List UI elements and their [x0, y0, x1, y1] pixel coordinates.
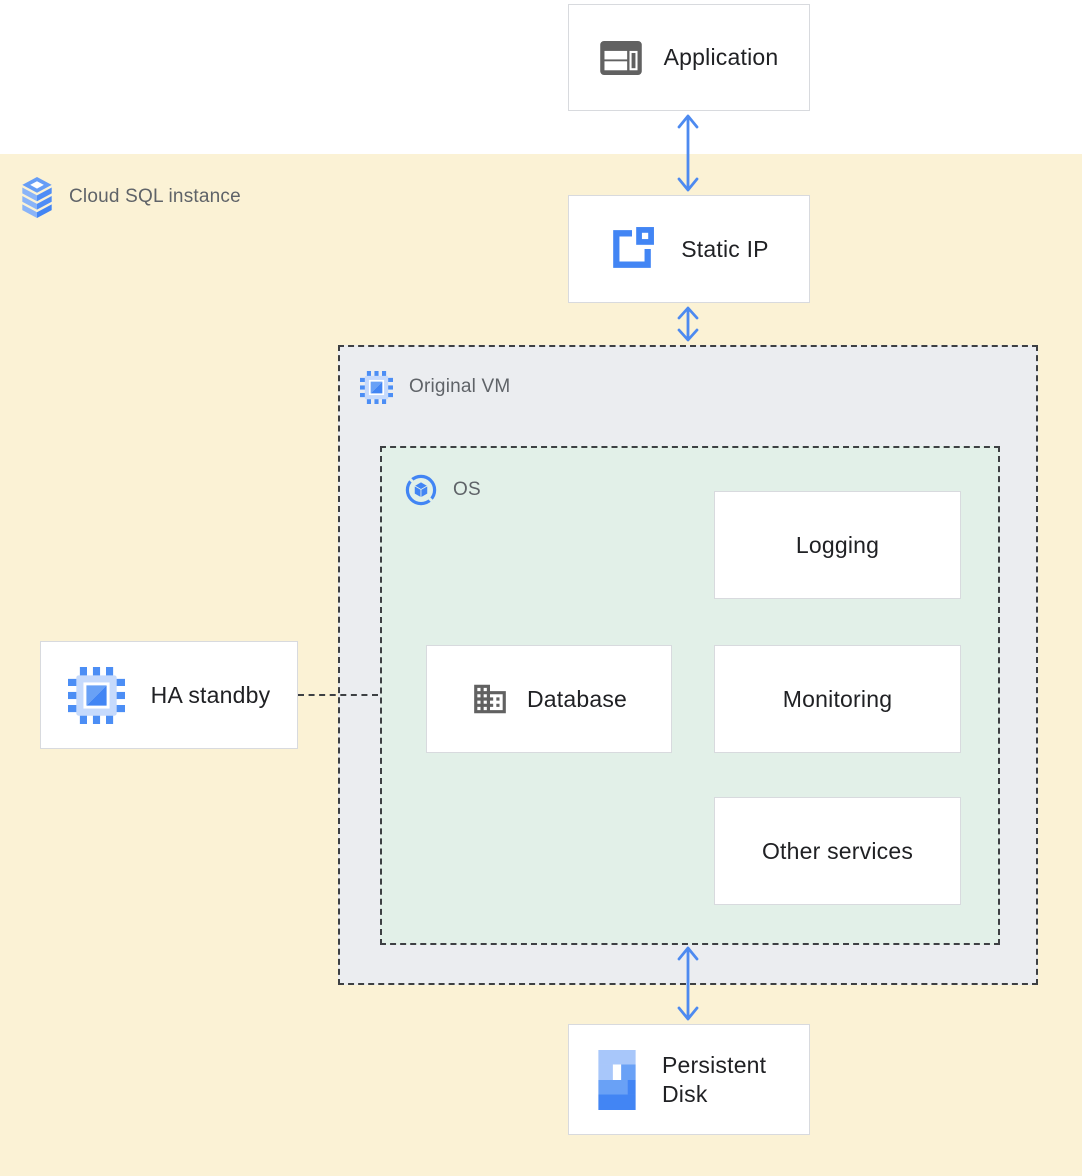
ha-standby-label: HA standby	[150, 681, 271, 708]
database-building-icon	[471, 680, 509, 718]
persistent-disk-icon	[598, 1049, 636, 1110]
ha-standby-connector	[298, 694, 378, 696]
database-node: Database	[426, 645, 672, 753]
original-vm-caption: Original VM	[360, 370, 510, 404]
cloud-sql-caption: Cloud SQL instance	[20, 176, 241, 218]
cloud-sql-icon	[20, 176, 54, 218]
monitoring-label: Monitoring	[782, 685, 893, 712]
arrow-staticip-vm	[674, 305, 702, 348]
original-vm-group: Original VM OS Logging	[338, 345, 1038, 985]
other-services-node: Other services	[714, 797, 961, 905]
compute-engine-icon	[360, 370, 393, 404]
persistent-disk-label: Persistent Disk	[662, 1051, 767, 1107]
arrow-application-staticip	[674, 113, 702, 198]
logging-node: Logging	[714, 491, 961, 599]
os-group: OS Logging Database Monitoring	[380, 446, 1000, 945]
logging-label: Logging	[795, 531, 880, 558]
static-ip-node: Static IP	[568, 195, 810, 303]
database-label: Database	[526, 685, 628, 712]
compute-engine-icon	[67, 666, 125, 724]
os-image-icon	[404, 473, 438, 507]
static-ip-label: Static IP	[681, 235, 769, 262]
application-node: Application	[568, 4, 810, 111]
original-vm-label: Original VM	[409, 376, 511, 397]
os-caption: OS	[404, 473, 481, 507]
persistent-disk-node: Persistent Disk	[568, 1024, 810, 1135]
application-window-icon	[599, 40, 642, 75]
os-label: OS	[453, 479, 481, 500]
cloud-sql-label: Cloud SQL instance	[69, 186, 241, 207]
arrow-os-persistentdisk	[674, 945, 702, 1027]
static-ip-icon	[609, 226, 655, 272]
application-label: Application	[663, 44, 779, 70]
monitoring-node: Monitoring	[714, 645, 961, 753]
ha-standby-node: HA standby	[40, 641, 298, 749]
other-services-label: Other services	[761, 837, 914, 864]
